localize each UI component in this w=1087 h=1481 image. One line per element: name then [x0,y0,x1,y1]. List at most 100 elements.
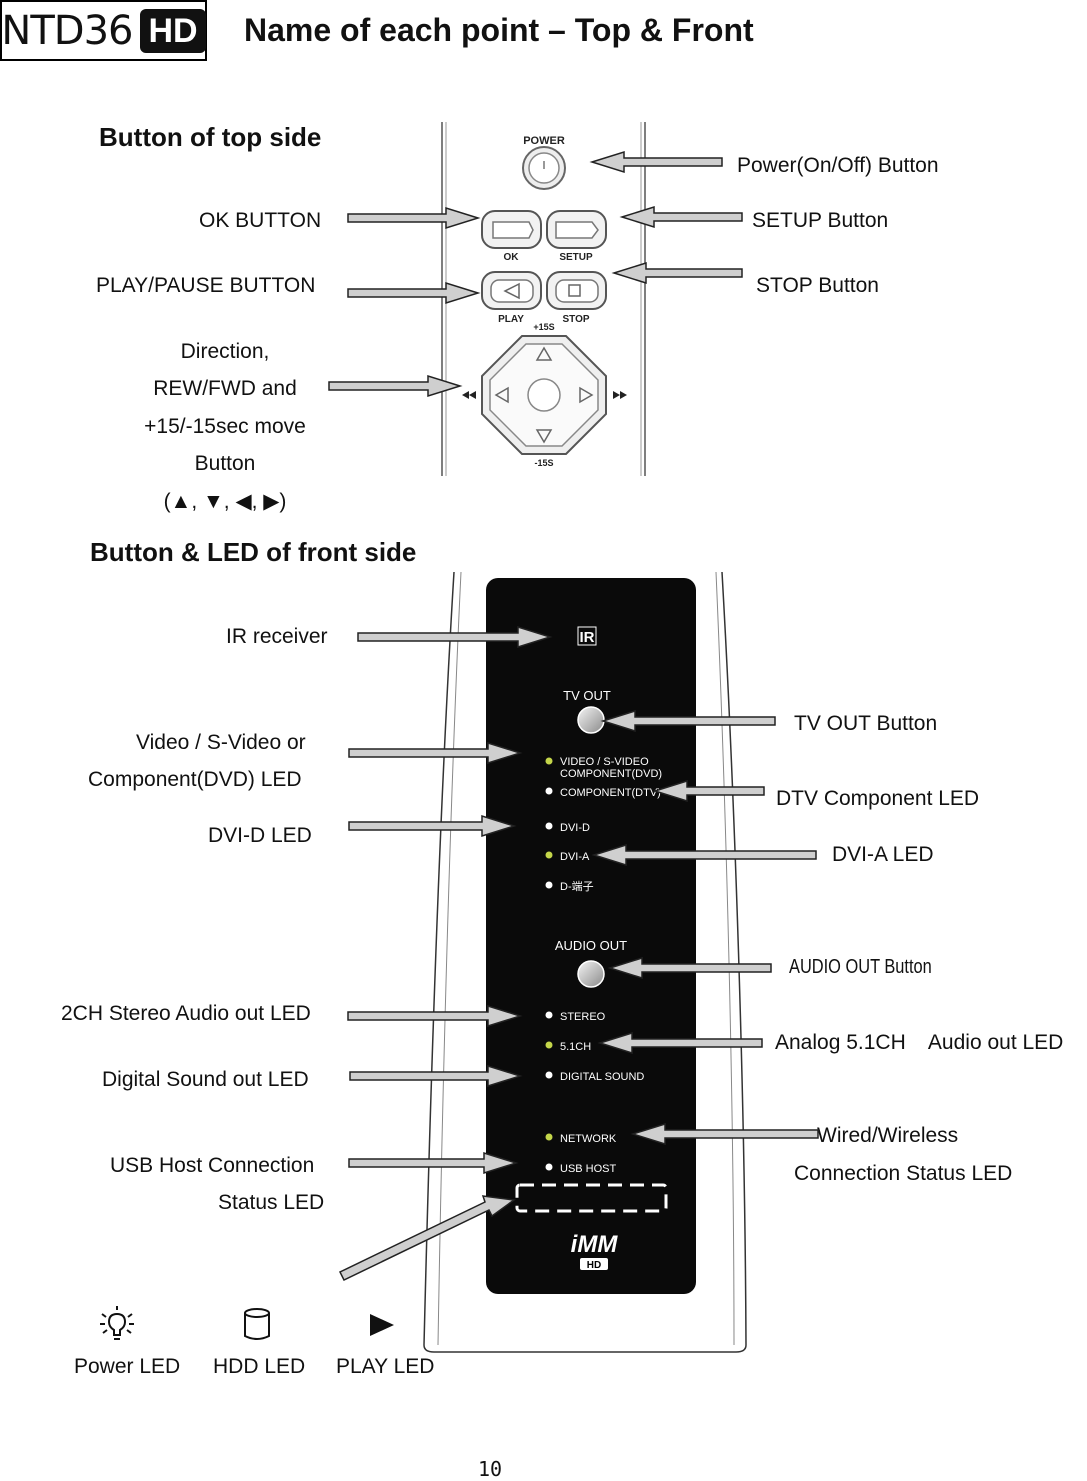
dvi-a-text: DVI-A [560,851,590,863]
arrow-ir [357,625,553,649]
play-icon [370,1314,394,1336]
video-text-2: COMPONENT(DVD) [560,768,662,780]
digital-sound-text: DIGITAL SOUND [560,1071,644,1083]
left-arrow-icon[interactable] [494,386,509,404]
arrow-dvi-d [348,814,517,838]
usb-host-text: USB HOST [560,1163,617,1175]
label-play-pause-button: PLAY/PAUSE BUTTON [96,274,316,297]
minus15-text: -15S [534,458,553,468]
setup-button[interactable]: SETUP [546,210,607,263]
legend-play-led: PLAY LED [336,1355,435,1378]
up-arrow-icon[interactable] [535,346,553,361]
label-dvi-d-led: DVI-D LED [208,824,312,847]
label-wired-line1: Wired/Wireless [817,1124,959,1147]
brand-badge-bg [580,1258,608,1270]
label-usb-line2: Status LED [218,1191,325,1214]
label-direction-line3: +15/-15sec move [144,415,306,438]
arrow-video-led [348,741,523,765]
label-video-led-line1: Video / S-Video or [136,731,306,754]
digital-sound-led [545,1071,553,1079]
dtv-text: COMPONENT(DTV) [560,787,661,799]
setup-text: SETUP [559,252,593,263]
ch51-text: 5.1CH [560,1041,591,1053]
label-tv-out-button: TV OUT Button [794,712,938,735]
stereo-text: STEREO [560,1011,606,1023]
label-setup-button: SETUP Button [752,209,889,232]
ir-text: IR [580,629,595,646]
label-direction-line2: REW/FWD and [153,377,297,400]
arrow-ok [347,206,481,230]
label-stop-button: STOP Button [756,274,879,297]
rewind-icon [462,391,476,399]
stop-text: STOP [562,314,589,325]
arrow-audio-out [607,956,772,980]
label-dtv-component-led: DTV Component LED [776,787,980,810]
plus15-text: +15S [533,322,554,332]
ok-button[interactable]: OK [481,210,542,263]
arrow-stop [611,261,743,285]
d-terminal-text: D-端子 [560,880,594,893]
stop-button[interactable]: STOP [546,271,607,325]
power-text: POWER [523,135,565,147]
arrow-dtv [652,779,765,803]
arrow-power [589,150,723,174]
tv-out-text: TV OUT [563,688,611,703]
arrow-setup [619,205,743,229]
usb-host-led [545,1163,553,1171]
power-button[interactable]: POWER [522,135,566,190]
front-display-window [515,1183,668,1213]
legend-icons [100,1306,400,1346]
tv-out-button[interactable] [577,706,605,734]
arrow-usb-host [348,1151,519,1175]
arrow-stereo [347,1004,523,1028]
network-text: NETWORK [560,1133,617,1145]
label-digital-sound-led: Digital Sound out LED [102,1068,309,1091]
label-direction-line1: Direction, [180,340,270,363]
logo-badge: HD [140,8,206,53]
arrow-digital-sound [349,1064,523,1088]
logo-text: NTD36 [1,7,133,54]
label-dvi-a-led: DVI-A LED [832,843,934,866]
ir-receiver-window [577,626,597,646]
arrow-display-window [338,1195,516,1281]
label-usb-line1: USB Host Connection [110,1154,315,1177]
label-audio-out-button: AUDIO OUT Button [789,956,932,978]
video-led [545,757,553,765]
front-side-heading: Button & LED of front side [90,537,417,567]
direction-pad[interactable]: +15S -15S [481,322,607,468]
arrow-dvi-a [591,843,817,867]
play-pause-button[interactable]: PLAY [481,271,542,325]
legend-hdd-led: HDD LED [213,1355,306,1378]
dvi-d-text: DVI-D [560,822,590,834]
arrow-network [630,1122,819,1146]
arrow-analog [597,1031,763,1055]
brand-logo: iMM [571,1231,619,1258]
arrow-tv-out [600,709,776,733]
d-terminal-led [545,881,553,889]
legend-power-led: Power LED [74,1355,181,1378]
audio-out-text: AUDIO OUT [555,938,627,953]
label-direction-line5: (▲, ▼, ◀, ▶) [163,490,287,513]
right-arrow-icon[interactable] [579,386,594,404]
dvi-a-led [545,851,553,859]
label-ir-receiver: IR receiver [226,625,328,648]
label-wired-line2: Connection Status LED [794,1162,1013,1185]
dvi-d-led [545,822,553,830]
brand-badge: HD [587,1260,601,1271]
label-power-button: Power(On/Off) Button [737,154,939,177]
video-text-1: VIDEO / S-VIDEO [560,756,649,768]
ntd36-hd-logo: NTD36 HD [0,0,207,61]
page-title: Name of each point – Top & Front [244,12,754,48]
ok-text: OK [504,252,520,263]
stereo-led [545,1011,553,1019]
arrow-play-pause [347,281,481,305]
network-led [545,1133,553,1141]
label-analog-51ch-led: Analog 5.1CH Audio out LED [775,1031,1064,1054]
bulb-icon [100,1306,134,1340]
audio-out-button[interactable] [577,960,605,988]
arrow-direction [328,374,463,398]
fast-forward-icon [613,391,627,399]
top-side-heading: Button of top side [99,122,322,152]
down-arrow-icon[interactable] [535,429,553,444]
